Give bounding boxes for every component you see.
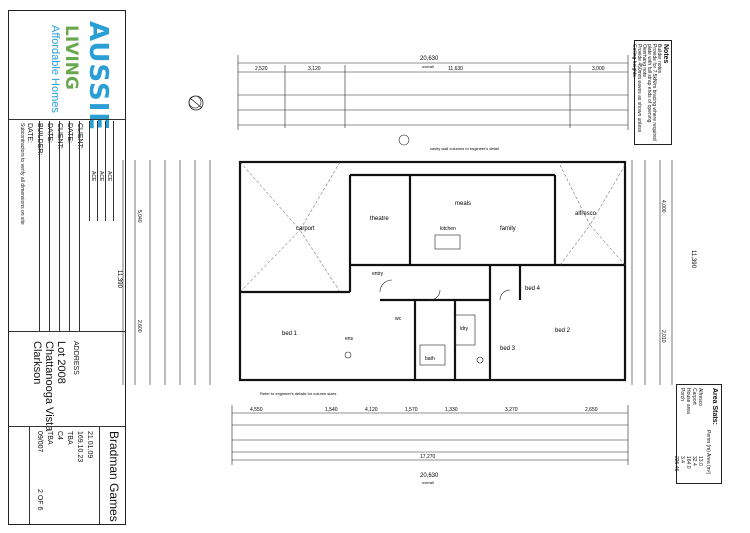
room-alfresco: alfresco bbox=[575, 211, 597, 217]
dim-top-seg-3: 11,630 bbox=[448, 66, 463, 72]
dim-overall-bottom: 20,630 bbox=[420, 473, 439, 479]
room-bed4: bed 4 bbox=[525, 286, 541, 292]
room-wc: wc bbox=[395, 316, 402, 322]
dim-overall-top: 20,630 bbox=[420, 56, 439, 62]
room-kitchen: kitchen bbox=[440, 226, 456, 232]
setback-note: Refer to engineer's details for column s… bbox=[260, 391, 336, 396]
room-bath: bath bbox=[425, 356, 435, 362]
dim-bottom-seg-2: 1,540 bbox=[325, 407, 338, 413]
room-bed1: bed 1 bbox=[282, 331, 298, 337]
engineer-note: cavity wall columns to engineer's detail bbox=[430, 146, 499, 151]
room-ens: ens bbox=[345, 336, 354, 342]
dim-left-total: 11,390 bbox=[116, 270, 122, 289]
dim-bottom-seg-4: 1,570 bbox=[405, 407, 418, 413]
dim-top-seg-2: 3,120 bbox=[308, 66, 321, 72]
room-carport: carport bbox=[296, 226, 315, 232]
dim-left-seg-2: 2,600 bbox=[136, 320, 142, 333]
dim-right-seg-2: 2,010 bbox=[660, 330, 666, 343]
area-stats-box bbox=[676, 384, 722, 484]
dim-bottom-seg-6: 3,270 bbox=[505, 407, 518, 413]
dim-left-seg-1: 5,040 bbox=[136, 210, 142, 223]
revision-table bbox=[89, 121, 126, 221]
dim-top-seg-4: 3,000 bbox=[592, 66, 605, 72]
dim-right-total: 11,390 bbox=[690, 250, 696, 269]
room-family: family bbox=[500, 226, 516, 232]
dim-overall-top-label: overall bbox=[422, 64, 434, 69]
room-bed3: bed 3 bbox=[500, 346, 516, 352]
room-theatre: theatre bbox=[370, 216, 389, 222]
notes-box bbox=[634, 40, 672, 145]
room-ldry: ldry bbox=[460, 326, 469, 332]
room-bed2: bed 2 bbox=[555, 328, 571, 334]
north-arrow-icon bbox=[188, 95, 204, 111]
dim-overall-bottom-label: overall bbox=[422, 480, 434, 485]
room-entry: entry bbox=[372, 271, 384, 277]
title-block: AUSSIE LIVING Affordable Homes ACE ACE A… bbox=[8, 10, 126, 525]
room-meals: meals bbox=[455, 201, 471, 207]
dim-bottom-seg-5: 1,330 bbox=[445, 407, 458, 413]
dim-bottom-total: 17,270 bbox=[420, 454, 436, 460]
dim-bottom-seg-1: 4,550 bbox=[250, 407, 263, 413]
dim-top-seg-1: 2,520 bbox=[255, 66, 268, 72]
dim-bottom-seg-7: 2,650 bbox=[585, 407, 598, 413]
dim-right-seg-1: 4,000 bbox=[660, 200, 666, 213]
dim-bottom-seg-3: 4,120 bbox=[365, 407, 378, 413]
